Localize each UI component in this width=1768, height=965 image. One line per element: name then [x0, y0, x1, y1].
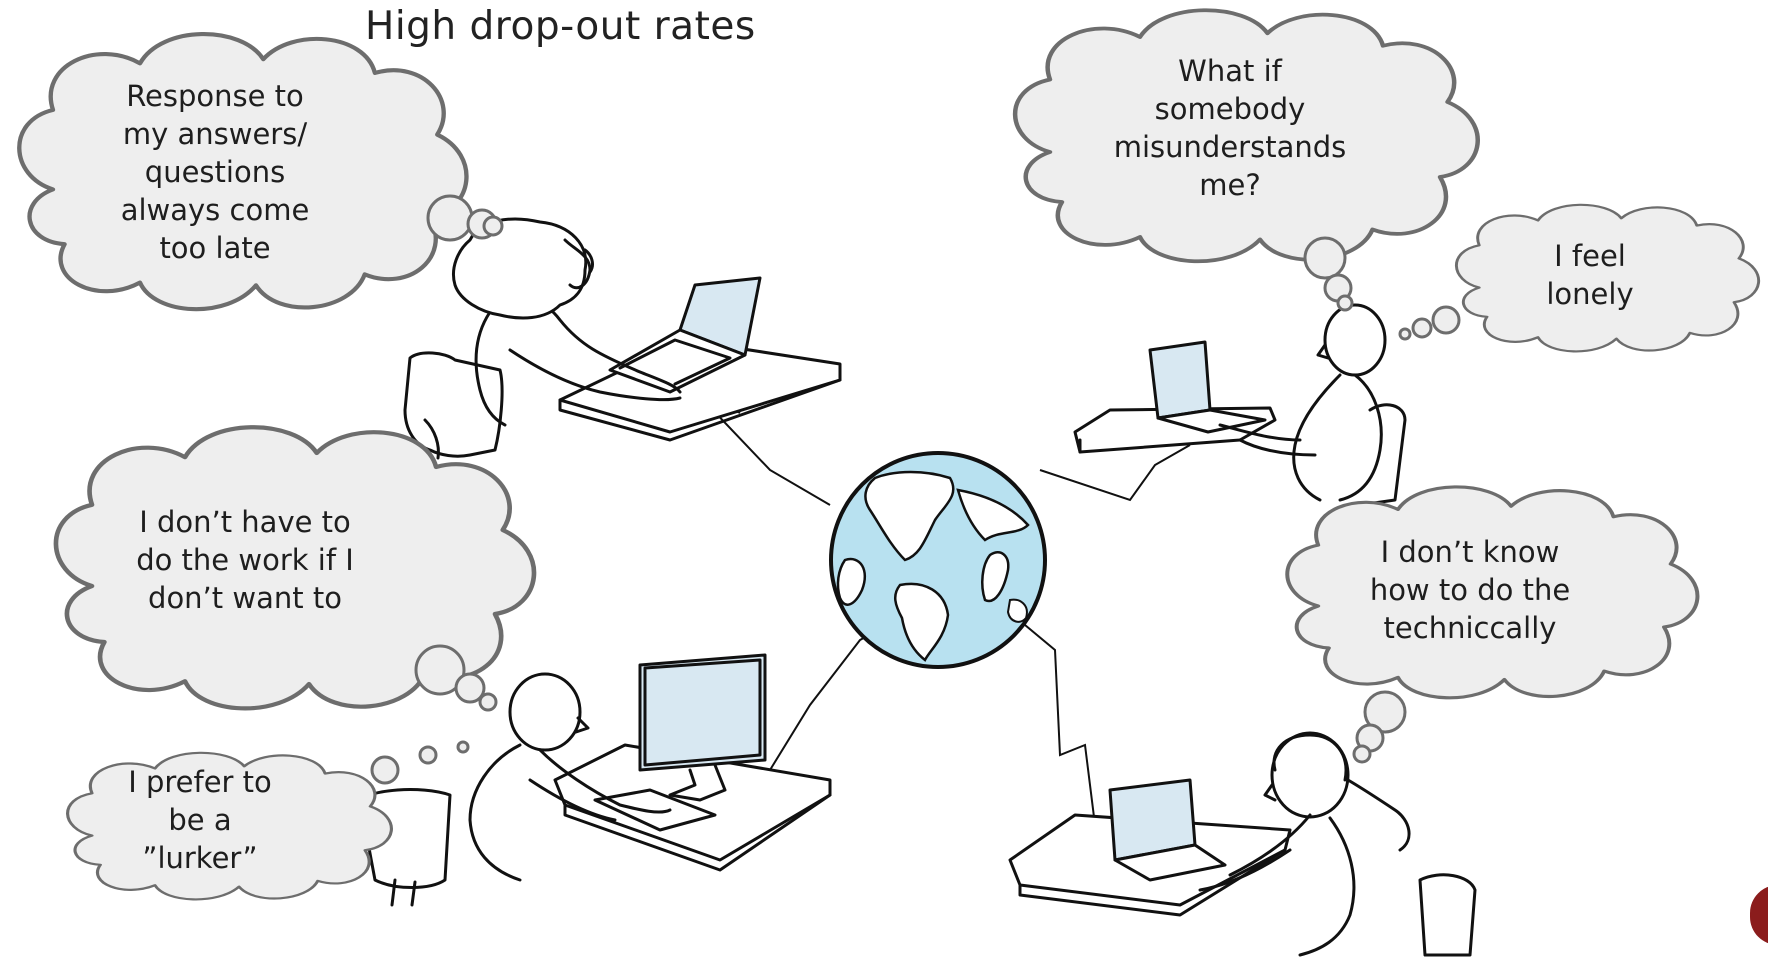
thought-cloud-technically: [1285, 484, 1700, 764]
thought-text-response-late: Response to my answers/ questions always…: [120, 79, 310, 265]
woman-laptop-bottom-right: [1008, 731, 1477, 957]
thought-cloud-misunderstands: [1015, 10, 1478, 312]
thought-cloud-response-late: [19, 34, 504, 309]
link-bottom-right: [1024, 624, 1096, 826]
link-top-right: [1039, 444, 1191, 502]
logo-badge: [1750, 885, 1768, 945]
network-links: [689, 385, 1191, 826]
man-desktop-bottom-left: [358, 653, 832, 907]
thought-text-misunderstands: What if somebody misunderstands me?: [1113, 53, 1347, 202]
thought-cloud-lonely: [1398, 203, 1761, 353]
page-title: High drop-out rates: [365, 4, 756, 49]
man-laptop-top-right: [1073, 303, 1407, 507]
thought-text-lonely: I feel lonely: [1546, 239, 1634, 311]
thought-text-technically: I don’t know how to do the techniccally: [1369, 535, 1571, 645]
globe-icon: [829, 451, 1047, 669]
thought-cloud-lurker: [66, 740, 470, 901]
thought-text-lurker: I prefer to be a ”lurker”: [128, 765, 272, 875]
thought-cloud-dont-have-to: [56, 427, 534, 712]
thought-text-dont-have-to: I don’t have to do the work if I don’t w…: [136, 505, 354, 615]
woman-laptop-top-left: [403, 217, 842, 460]
